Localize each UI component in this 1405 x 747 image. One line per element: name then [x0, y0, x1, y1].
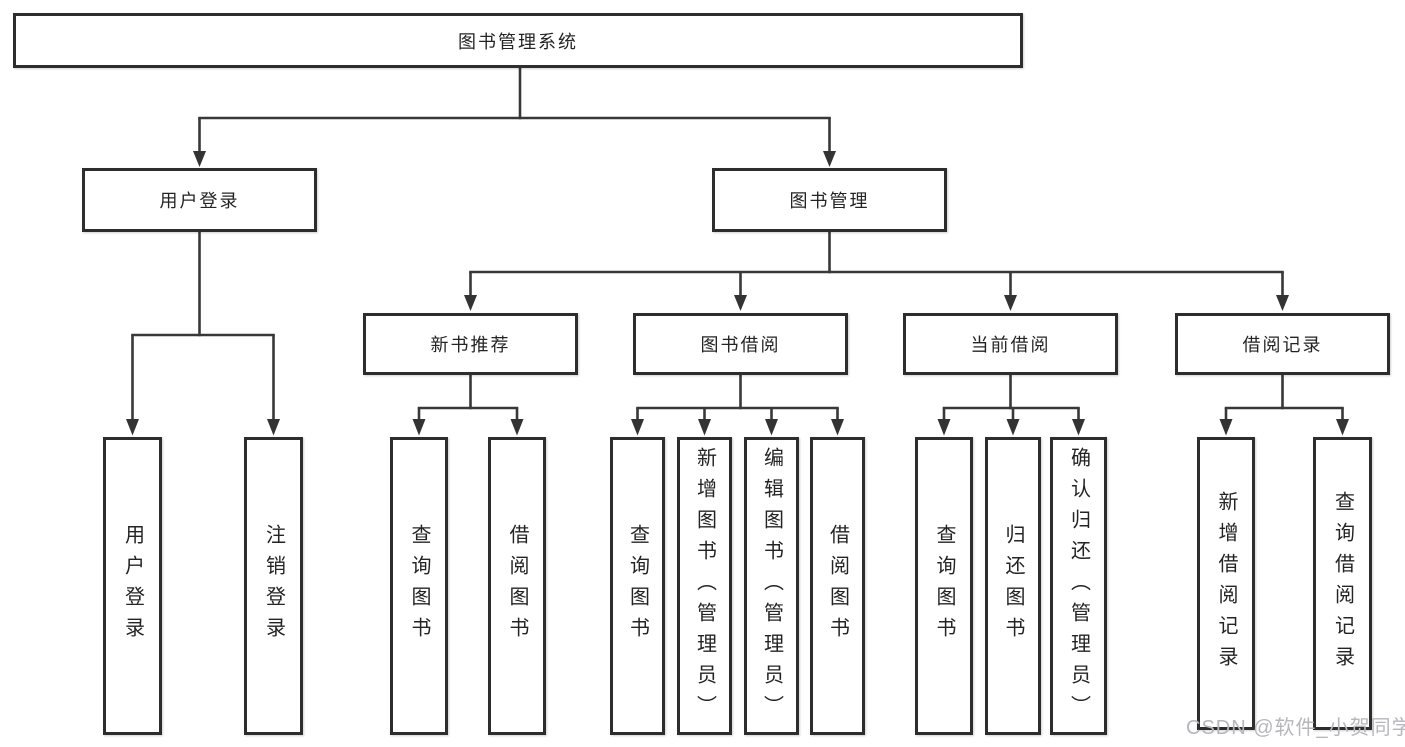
leaf-newrec-query-books-label: 查询图书 [408, 524, 430, 648]
edge-book-mgmt-to-level3 [464, 232, 1289, 311]
node-new-book-rec: 新书推荐 [363, 313, 578, 375]
node-current-borrow: 当前借阅 [903, 313, 1118, 375]
edge-book-borrow-to-leaves [631, 375, 844, 436]
node-book-borrow: 图书借阅 [633, 313, 848, 375]
node-root-label: 图书管理系统 [458, 31, 578, 52]
node-user-login-label: 用户登录 [159, 191, 240, 211]
leaf-newrec-borrow-books-label: 借阅图书 [506, 524, 528, 648]
leaf-bb-edit-books-admin: 编辑图书（管理员） [744, 437, 799, 735]
leaf-cb-query-books: 查询图书 [915, 437, 973, 735]
leaf-newrec-borrow-books: 借阅图书 [488, 437, 546, 735]
node-book-borrow-label: 图书借阅 [700, 335, 781, 355]
leaf-br-query-record-label: 查询借阅记录 [1331, 490, 1354, 677]
node-current-borrow-label: 当前借阅 [970, 335, 1051, 355]
leaf-newrec-query-books: 查询图书 [390, 437, 448, 735]
edge-new-book-rec-to-leaves [412, 375, 524, 436]
leaf-logout-label: 注销登录 [262, 524, 285, 648]
node-user-login: 用户登录 [82, 168, 317, 232]
leaf-user-login: 用户登录 [103, 437, 162, 735]
node-root: 图书管理系统 [13, 13, 1023, 68]
leaf-bb-borrow-books: 借阅图书 [810, 437, 865, 735]
leaf-bb-borrow-books-label: 借阅图书 [826, 524, 849, 648]
leaf-br-query-record: 查询借阅记录 [1313, 437, 1372, 730]
leaf-bb-add-books-admin: 新增图书（管理员） [677, 437, 732, 735]
leaf-user-login-label: 用户登录 [121, 524, 144, 648]
node-book-mgmt-label: 图书管理 [789, 191, 870, 211]
edge-borrow-records-to-leaves [1219, 375, 1349, 436]
edge-root-to-level2 [193, 68, 836, 167]
leaf-cb-query-books-label: 查询图书 [933, 524, 955, 648]
leaf-br-add-record-label: 新增借阅记录 [1215, 490, 1237, 677]
csdn-watermark: CSDN @软件_小贺同学 [1186, 717, 1405, 739]
leaf-bb-query-books-label: 查询图书 [626, 524, 649, 648]
edge-user-login-to-leaves [126, 232, 280, 436]
leaf-logout: 注销登录 [244, 437, 303, 735]
edge-current-borrow-to-leaves [937, 375, 1085, 436]
leaf-br-add-record: 新增借阅记录 [1197, 437, 1255, 730]
leaf-cb-return-books-label: 归还图书 [1002, 524, 1024, 648]
leaf-cb-return-books: 归还图书 [985, 437, 1041, 735]
leaf-bb-query-books: 查询图书 [610, 437, 665, 735]
node-new-book-rec-label: 新书推荐 [430, 335, 511, 355]
node-book-mgmt: 图书管理 [712, 168, 947, 232]
leaf-cb-confirm-return-admin: 确认归还（管理员） [1050, 437, 1107, 735]
node-borrow-records: 借阅记录 [1175, 313, 1390, 375]
leaf-bb-add-books-admin-label: 新增图书（管理员） [693, 446, 716, 726]
node-borrow-records-label: 借阅记录 [1242, 335, 1323, 355]
leaf-cb-confirm-return-admin-label: 确认归还（管理员） [1067, 446, 1090, 726]
leaf-bb-edit-books-admin-label: 编辑图书（管理员） [760, 446, 783, 726]
